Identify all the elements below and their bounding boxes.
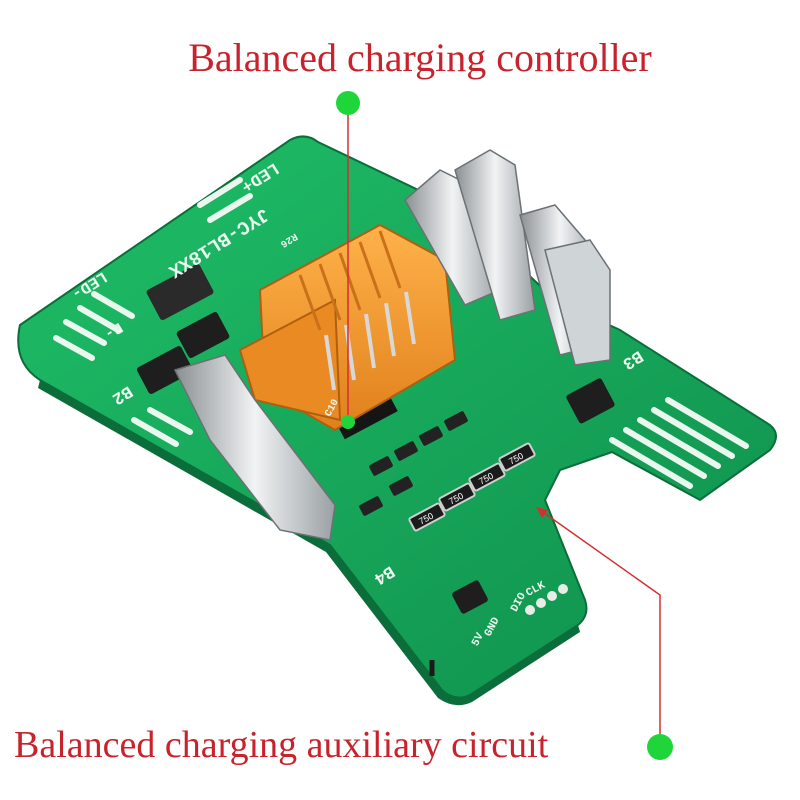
silkscreen-dashes-right <box>609 397 749 489</box>
callout-leader-bottom <box>539 509 661 745</box>
callout-top <box>336 91 360 429</box>
callout-label-auxiliary: Balanced charging auxiliary circuit <box>14 724 549 766</box>
silk-5v: 5V <box>470 631 487 649</box>
metal-contact-left <box>173 354 336 541</box>
silk-b-minus: B- <box>101 318 125 342</box>
silkscreen-dashes-left <box>53 177 253 447</box>
callout-label-controller: Balanced charging controller <box>188 35 652 80</box>
callout-marker-top <box>336 91 360 115</box>
orange-connector <box>238 223 457 432</box>
header-pads <box>525 584 568 615</box>
callout-bottom <box>536 507 673 760</box>
pcb-board <box>17 135 777 706</box>
metal-contacts-top <box>404 149 611 366</box>
mosfet-chips <box>136 263 615 614</box>
callout-arrowhead <box>536 507 548 518</box>
callout-marker-bottom <box>647 734 673 760</box>
callout-target-top <box>341 415 355 429</box>
smd-resistors <box>359 411 536 532</box>
